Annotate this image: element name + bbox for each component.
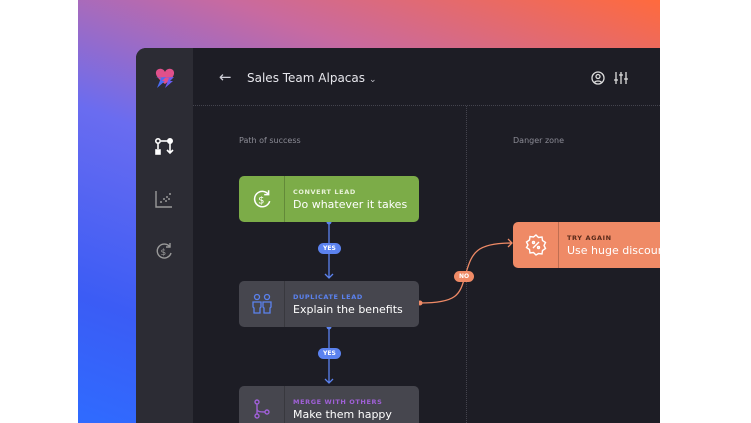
dollar-refresh-icon: $ bbox=[253, 190, 270, 208]
node-kind: MERGE WITH OTHERS bbox=[293, 397, 383, 406]
page-title: Sales Team Alpacas bbox=[247, 71, 366, 85]
back-arrow-icon[interactable]: ← bbox=[219, 68, 232, 86]
node-text: Make them happy bbox=[293, 407, 392, 421]
app-window: $ ← Sales Team Alpacas⌄ Path of success … bbox=[136, 48, 660, 423]
zone-label-danger-zone: Danger zone bbox=[513, 136, 565, 145]
chevron-down-icon: ⌄ bbox=[369, 75, 377, 85]
node-kind: DUPLICATE LEAD bbox=[293, 292, 363, 301]
sidebar: $ bbox=[136, 48, 193, 423]
user-icon[interactable] bbox=[591, 71, 605, 85]
svg-text:$: $ bbox=[161, 248, 167, 258]
node-kind: TRY AGAIN bbox=[567, 233, 612, 242]
workflow-icon[interactable] bbox=[154, 137, 174, 157]
node-kind: CONVERT LEAD bbox=[293, 187, 356, 196]
node-text: Explain the benefits bbox=[293, 302, 403, 316]
zone-label-path-of-success: Path of success bbox=[239, 136, 301, 145]
zone-divider bbox=[466, 106, 467, 423]
scatter-chart-icon[interactable] bbox=[154, 189, 174, 209]
merge-icon bbox=[253, 399, 270, 419]
node-text: Use huge discount bbox=[567, 243, 660, 257]
no-badge: NO bbox=[454, 271, 475, 282]
discount-badge-icon bbox=[525, 234, 546, 256]
header: ← Sales Team Alpacas⌄ bbox=[193, 48, 660, 106]
yes-badge: YES bbox=[318, 348, 341, 359]
yes-badge: YES bbox=[318, 243, 341, 254]
people-icon bbox=[251, 293, 272, 314]
team-dropdown[interactable]: Sales Team Alpacas⌄ bbox=[247, 71, 377, 85]
logo-icon bbox=[155, 68, 175, 88]
dollar-refresh-icon[interactable]: $ bbox=[154, 241, 174, 261]
node-text: Do whatever it takes bbox=[293, 197, 408, 211]
sliders-icon[interactable] bbox=[614, 71, 628, 85]
svg-text:$: $ bbox=[258, 195, 264, 206]
